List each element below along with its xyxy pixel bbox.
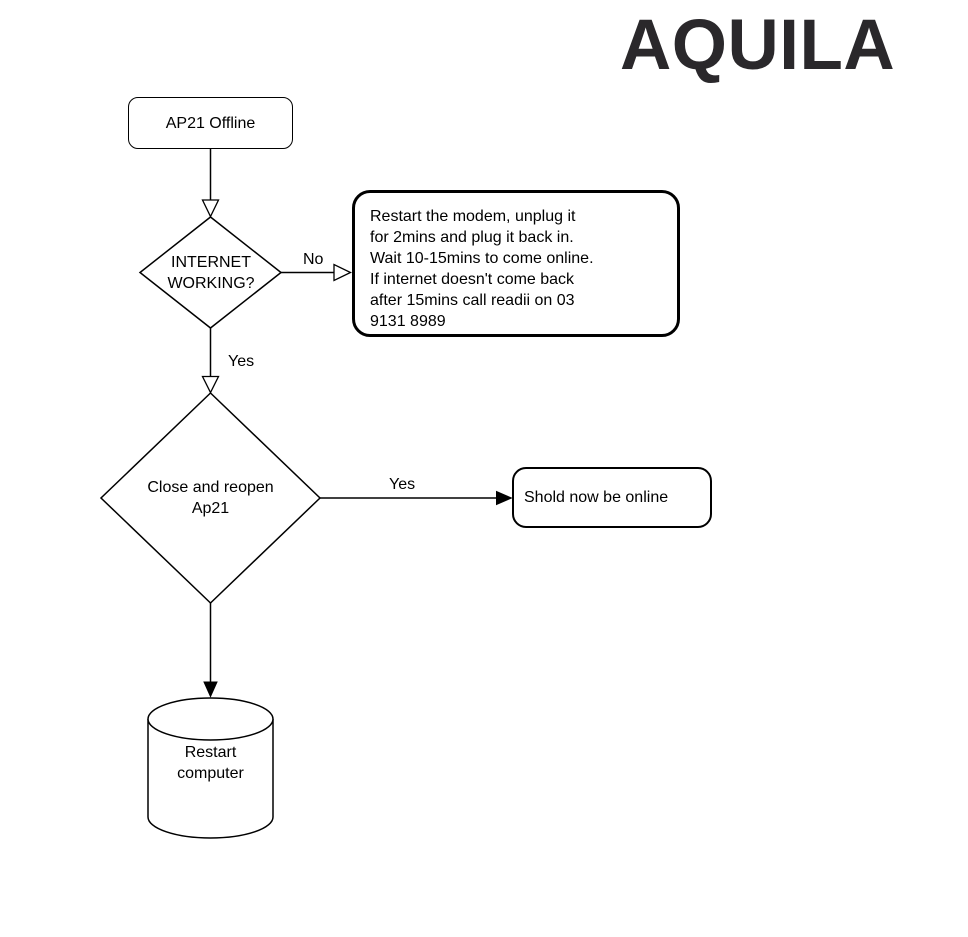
edge-label-yes-internet: Yes xyxy=(226,353,257,371)
cylinder-body-shape xyxy=(147,719,274,839)
cylinder-top-shape xyxy=(147,697,274,741)
node-start: AP21 Offline xyxy=(128,97,293,149)
restart-computer-label: Restart computer xyxy=(177,744,244,782)
edge-label-no: No xyxy=(301,251,326,269)
solid-arrowhead-right-icon xyxy=(496,490,513,506)
open-arrowhead-down-icon xyxy=(201,375,220,394)
open-arrowhead-down-icon xyxy=(201,199,220,218)
decision-reopen-label: Close and reopen Ap21 xyxy=(147,479,274,517)
brand-logo: AQUILA xyxy=(620,5,896,85)
node-online-result: Shold now be online xyxy=(512,467,712,528)
open-arrowhead-right-icon xyxy=(333,263,352,282)
solid-arrowhead-down-icon xyxy=(203,681,218,698)
decision-internet-label: INTERNET WORKING? xyxy=(167,253,255,292)
edge-label-yes-reopen: Yes xyxy=(387,476,418,494)
node-instruction-box: Restart the modem, unplug it for 2mins a… xyxy=(352,190,680,337)
